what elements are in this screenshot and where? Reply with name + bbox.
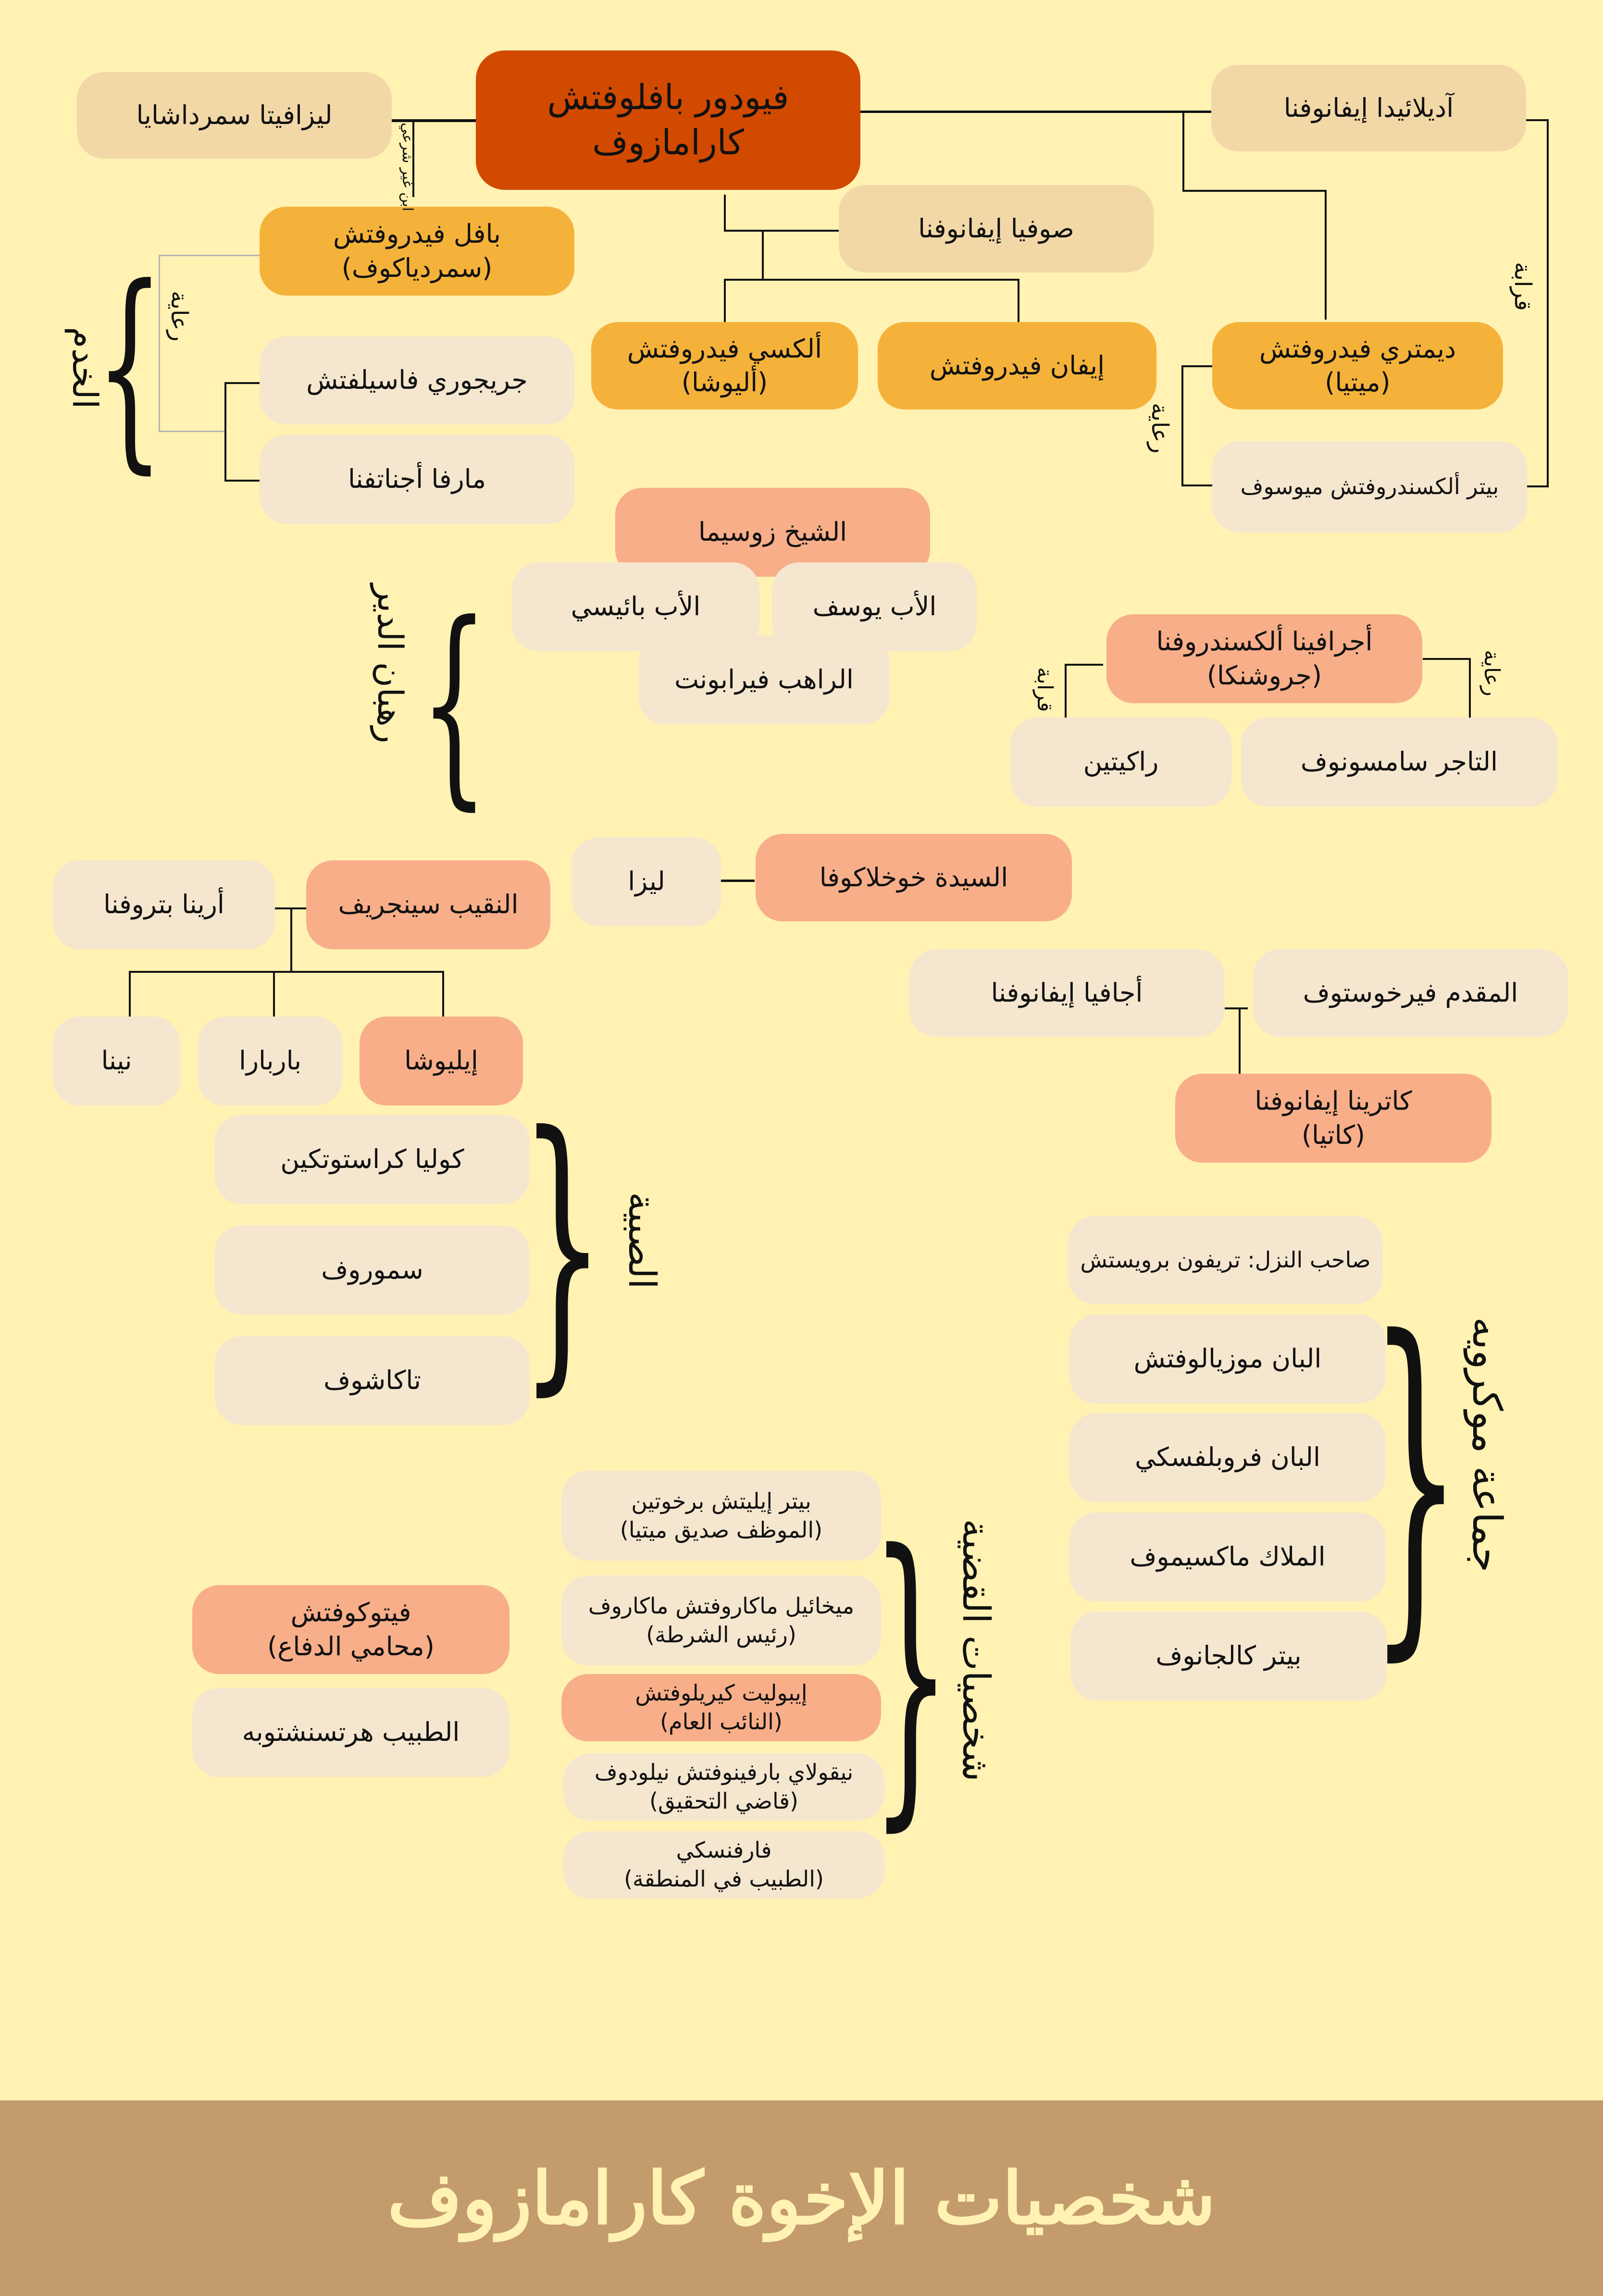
boy-node: سموروف xyxy=(215,1226,530,1315)
iosif-node: الأب يوسف xyxy=(772,562,977,651)
ferapont-node: الراهب فيرابونت xyxy=(638,635,890,724)
boys-brace: } xyxy=(520,1074,605,1420)
agafya-node: أجافيا إيفانوفنا xyxy=(909,949,1224,1037)
lizaveta-node: ليزافيتا سمرداشايا xyxy=(77,72,392,159)
trial-node: ميخائيل ماكاروفتش ماكاروف (رئيس الشرطة) xyxy=(561,1576,881,1665)
connector xyxy=(1239,1007,1241,1074)
varvara-node: باربارا xyxy=(198,1017,342,1105)
connector xyxy=(1018,279,1019,323)
connector xyxy=(412,120,414,197)
connector xyxy=(1469,658,1471,719)
illegitimate-son-label: ابن غير شرعي xyxy=(399,123,416,211)
connector xyxy=(159,255,160,432)
trial-label: شخصيات القضية xyxy=(954,1519,997,1782)
nina-node: نينا xyxy=(53,1017,180,1105)
connector xyxy=(290,907,292,973)
connector xyxy=(1547,119,1549,487)
herzenstube-node: الطبيب هرتسنشتوبه xyxy=(192,1688,509,1777)
care-label: رعاية xyxy=(1479,650,1504,696)
monks-brace: { xyxy=(420,577,489,829)
connector xyxy=(858,111,1211,113)
connector xyxy=(159,431,226,432)
father-node: فيودور بافلوفتش كارامازوف xyxy=(476,50,860,190)
kinship-label: قرابة xyxy=(1509,262,1536,311)
servants-brace: { xyxy=(95,240,164,493)
connector xyxy=(387,119,476,122)
grigory-node: جريجوري فاسيلفتش xyxy=(260,336,574,424)
connector xyxy=(720,880,755,882)
monks-label: رهبان الدير xyxy=(370,584,410,744)
connector xyxy=(224,382,260,384)
zosima-node: الشيخ زوسيما xyxy=(615,488,930,577)
pyotr-miusov-node: بيتر ألكسندروفتش ميوسوف xyxy=(1212,441,1527,533)
mokroye-node: البان فروبلفسكي xyxy=(1069,1413,1386,1502)
pavel-node: بافل فيدروفتش (سمردياكوف) xyxy=(260,207,574,296)
grushenka-node: أجرافينا ألكسندروفنا (جروشنكا) xyxy=(1106,614,1422,703)
care-label: رعاية xyxy=(1146,403,1173,454)
mokroye-label: جماعة موكرويه xyxy=(1464,1317,1511,1573)
mokroye-node: الملاك ماكسيموف xyxy=(1069,1513,1386,1601)
ivan-node: إيفان فيدروفتش xyxy=(878,322,1156,410)
connector xyxy=(224,382,226,482)
adelaida-node: آديلائيدا إيفانوفنا xyxy=(1211,65,1526,151)
connector xyxy=(273,971,275,1017)
connector xyxy=(1065,664,1067,719)
liza-node: ليزا xyxy=(572,837,721,926)
defense-lawyer-node: فيتوكوفتش (محامي الدفاع) xyxy=(192,1585,509,1674)
connector xyxy=(1225,1007,1248,1009)
snegiryov-node: النقيب سينجريف xyxy=(306,860,550,949)
connector xyxy=(1182,190,1327,192)
alexei-node: ألكسي فيدروفتش (أليوشا) xyxy=(591,322,858,410)
connector xyxy=(1325,190,1327,320)
trial-brace: } xyxy=(870,1488,951,1857)
trial-node: فارفنسكي (الطبيب في المنطقة) xyxy=(563,1831,884,1899)
verkhovtsev-node: المقدم فيرخوستوف xyxy=(1253,949,1568,1037)
connector xyxy=(762,230,764,280)
connector xyxy=(129,971,131,1021)
connector xyxy=(129,971,444,973)
trial-node: إيبوليت كيريلوفتش (النائب العام) xyxy=(561,1674,881,1741)
arina-node: أرينا بتروفنا xyxy=(53,860,275,949)
connector xyxy=(724,195,726,231)
mokroye-node: بيتر كالجانوف xyxy=(1070,1612,1387,1700)
connector xyxy=(224,480,260,482)
connector xyxy=(724,279,1019,281)
connector xyxy=(1525,485,1549,487)
connector xyxy=(1525,119,1549,121)
connector xyxy=(724,230,839,232)
boy-node: تاكاشوف xyxy=(215,1336,530,1425)
connector xyxy=(1181,365,1183,486)
connector xyxy=(1181,484,1212,486)
katerina-node: كاترينا إيفانوفنا (كاتيا) xyxy=(1175,1074,1491,1163)
connector xyxy=(724,279,726,323)
boys-label: الصبية xyxy=(620,1192,663,1289)
page-title: شخصيات الإخوة كارامازوف xyxy=(387,2156,1216,2241)
trial-node: بيتر إيليتش برخوتين (الموظف صديق ميتيا) xyxy=(561,1471,881,1561)
marfa-node: مارفا أجناتفنا xyxy=(260,435,574,524)
rakitin-node: راكيتين xyxy=(1010,718,1231,807)
connector xyxy=(159,255,260,256)
footer-banner: شخصيات الإخوة كارامازوف xyxy=(0,2100,1603,2296)
samsonov-node: التاجر سامسونوف xyxy=(1241,718,1557,807)
connector xyxy=(1182,112,1184,191)
sofia-node: صوفيا إيفانوفنا xyxy=(839,185,1154,273)
care-label: رعاية xyxy=(166,291,193,342)
kinship-label: قرابة xyxy=(1032,667,1057,712)
connector xyxy=(1423,658,1471,660)
connector xyxy=(442,971,444,1021)
ilyusha-node: إيليوشا xyxy=(360,1017,523,1105)
connector xyxy=(1181,365,1212,367)
servants-label: الخدم xyxy=(65,327,105,409)
trial-node: نيقولاي بارفينوفتش نيلودوف (قاضي التحقيق… xyxy=(563,1753,884,1821)
boy-node: كوليا كراستوتكين xyxy=(215,1115,530,1204)
khokhlakova-node: السيدة خوخلاكوفا xyxy=(756,834,1072,921)
dmitri-node: ديمتري فيدروفتش (ميتيا) xyxy=(1212,322,1503,410)
mokroye-node: صاحب النزل: تريفون برويستش xyxy=(1068,1216,1383,1304)
connector xyxy=(1065,664,1103,666)
mokroye-brace: } xyxy=(1369,1266,1462,1690)
mokroye-node: البان موزيالوفتش xyxy=(1069,1315,1386,1403)
